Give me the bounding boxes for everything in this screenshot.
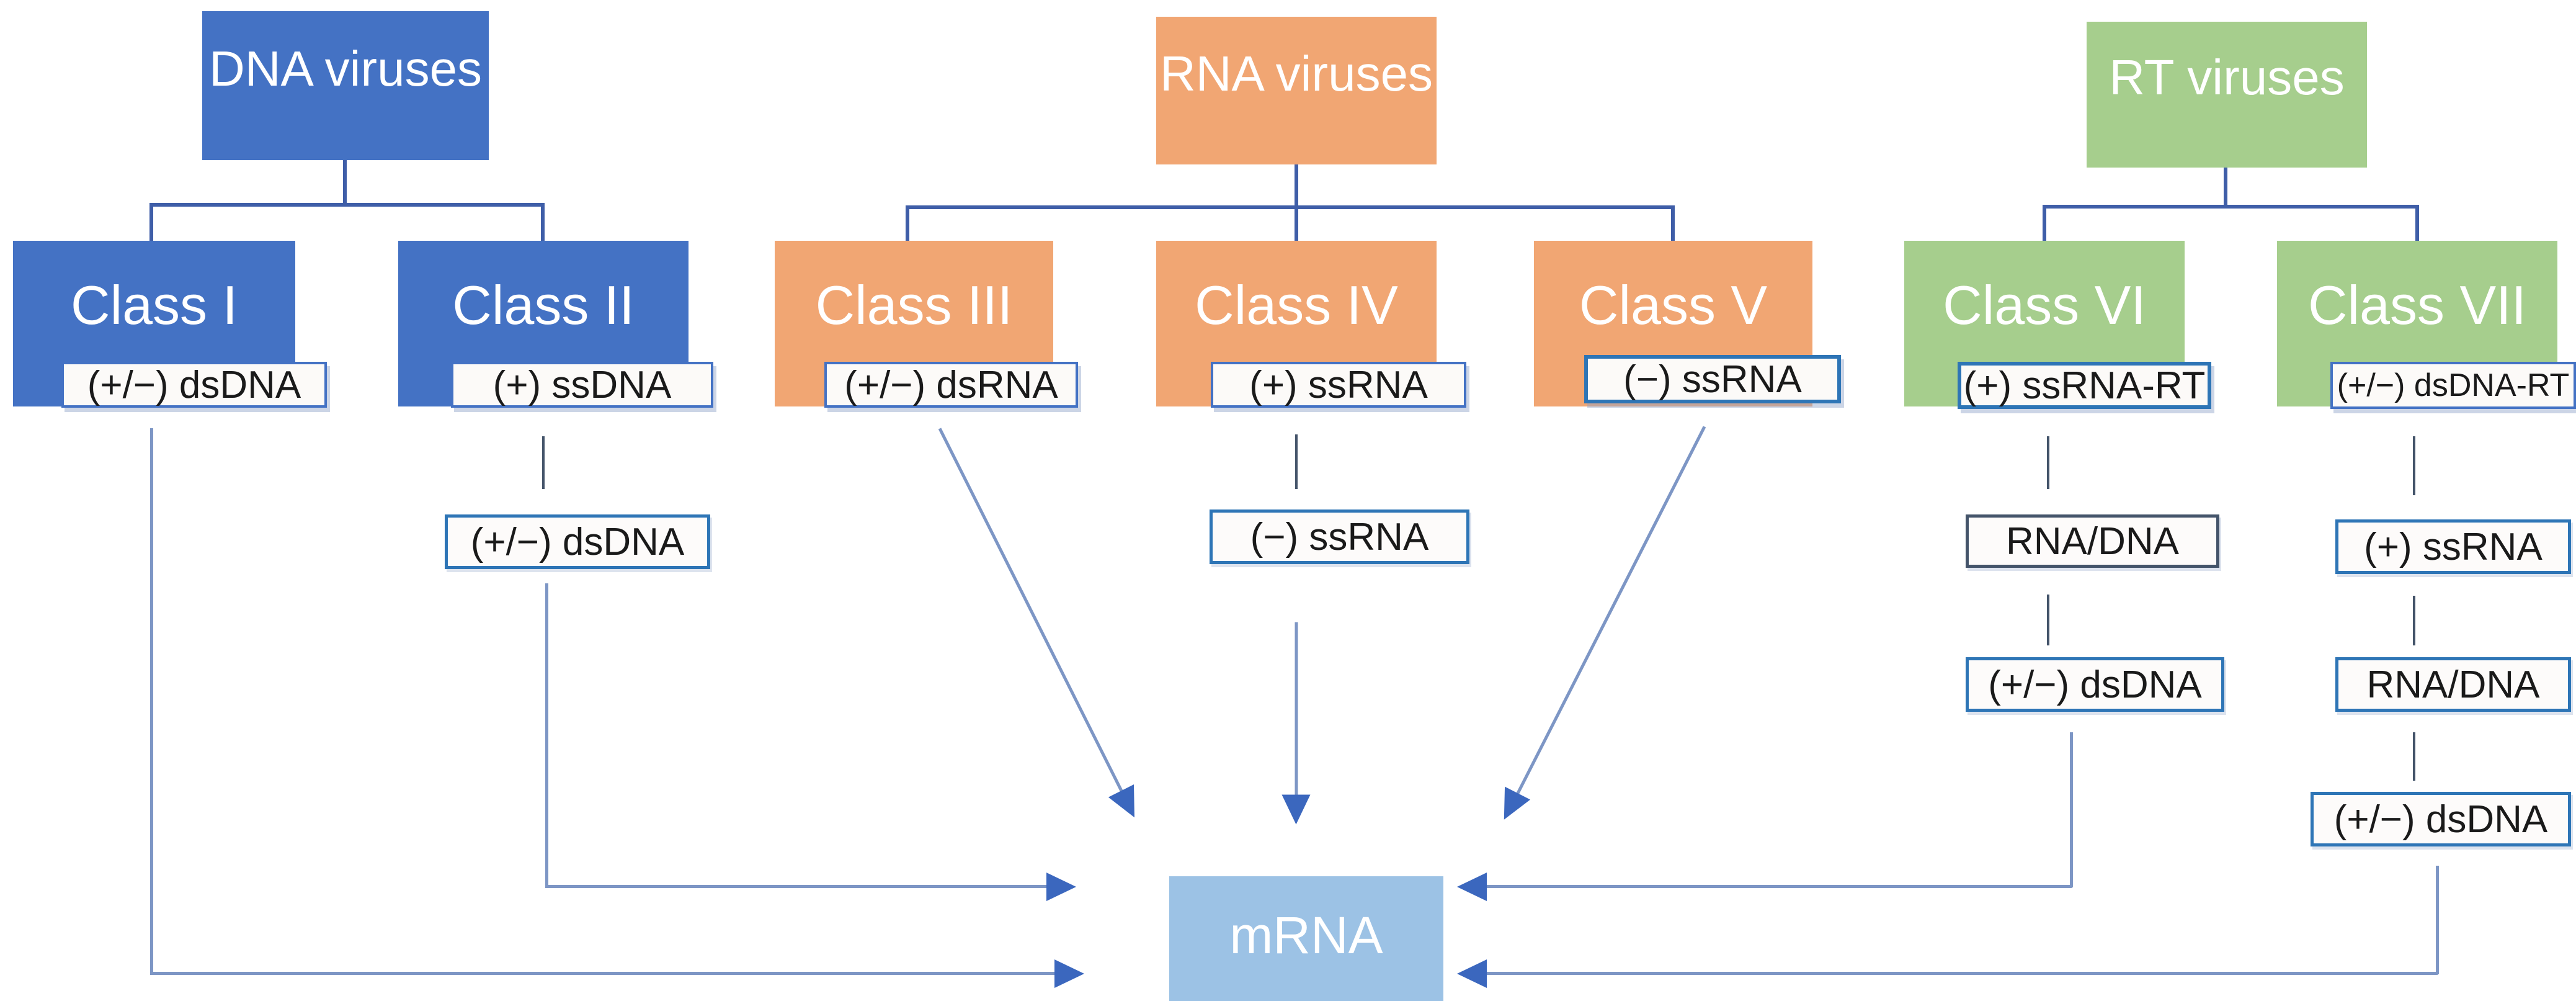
intermediate-class7-rnadna-text: RNA/DNA [2366, 663, 2540, 706]
rna-tree-stem [1295, 164, 1298, 241]
rt-tree-drop-left [2043, 205, 2046, 241]
dna-tree-stem [343, 160, 347, 205]
rt-tree-bar [2043, 205, 2419, 209]
group-box-dna-viruses: DNA viruses [202, 11, 489, 160]
rna-tree-drop-left [906, 205, 909, 241]
intermediate-class6-rnadna-text: RNA/DNA [2005, 519, 2180, 563]
intermediate-class4-ssrna-text: (−) ssRNA [1250, 515, 1429, 559]
class6-gap-segment-1 [2047, 436, 2049, 489]
intermediate-class6-dsdna-text: (+/−) dsDNA [1988, 663, 2202, 706]
genome-tag-class7: (+/−) dsDNA-RT [2330, 362, 2576, 409]
dna-tree-drop-left [149, 203, 153, 241]
genome-tag-class2-text: (+) ssDNA [492, 363, 672, 406]
class3-arrow-to-mrna [938, 428, 1124, 793]
rt-tree-drop-right [2415, 205, 2419, 241]
genome-tag-class7-text: (+/−) dsDNA-RT [2337, 367, 2570, 403]
group-label-rt: RT viruses [2109, 50, 2345, 105]
class2-arrow-to-mrna [545, 885, 1048, 888]
mrna-box: mRNA [1169, 876, 1443, 1001]
intermediate-class6-dsdna: (+/−) dsDNA [1966, 657, 2224, 712]
genome-tag-class3: (+/−) dsRNA [824, 362, 1078, 408]
intermediate-class7-ssrna: (+) ssRNA [2335, 519, 2571, 574]
rna-tree-drop-right [1671, 205, 1675, 241]
class6-arrow-vertical [2070, 732, 2073, 887]
class-label-1: Class I [71, 274, 238, 336]
class-label-4: Class IV [1195, 274, 1398, 336]
intermediate-class7-rnadna: RNA/DNA [2335, 657, 2571, 712]
genome-tag-class3-text: (+/−) dsRNA [844, 363, 1058, 406]
rt-tree-stem [2224, 168, 2227, 207]
class2-arrow-vertical [545, 583, 548, 887]
class-label-6: Class VI [1943, 274, 2146, 336]
class-label-5: Class V [1579, 274, 1768, 336]
class-label-3: Class III [815, 274, 1013, 336]
dna-tree-drop-right [541, 203, 545, 241]
group-label-dna: DNA viruses [208, 40, 483, 96]
class7-gap-segment-2 [2413, 596, 2415, 645]
class1-arrow-vertical [150, 428, 153, 974]
class5-arrow-to-mrna [1515, 426, 1706, 796]
class6-gap-segment-2 [2047, 595, 2049, 645]
class7-gap-segment-3 [2413, 732, 2415, 781]
group-box-rt-viruses: RT viruses [2087, 22, 2367, 168]
class-box-4: Class IV [1156, 241, 1437, 406]
group-label-rna: RNA viruses [1159, 45, 1433, 101]
genome-tag-class1: (+/−) dsDNA [61, 362, 327, 408]
genome-tag-class2: (+) ssDNA [451, 362, 713, 408]
class7-arrow-vertical [2436, 866, 2439, 974]
genome-tag-class5-text: (−) ssRNA [1623, 357, 1802, 401]
class6-arrow-to-mrna [1486, 885, 2072, 888]
group-box-rna-viruses: RNA viruses [1156, 17, 1437, 164]
dna-tree-bar [149, 203, 545, 207]
mrna-label: mRNA [1229, 905, 1383, 964]
genome-tag-class1-text: (+/−) dsDNA [87, 363, 301, 406]
class4-gap-segment [1295, 434, 1298, 489]
genome-tag-class4-text: (+) ssRNA [1249, 363, 1428, 406]
class7-arrow-to-mrna [1486, 972, 2438, 975]
rna-tree-bar [906, 205, 1675, 209]
intermediate-class2-dsdna-text: (+/−) dsDNA [470, 520, 685, 563]
intermediate-class7-dsdna: (+/−) dsDNA [2311, 792, 2571, 846]
class7-gap-segment-1 [2413, 436, 2415, 495]
class1-arrow-to-mrna [150, 972, 1056, 975]
intermediate-class7-ssrna-text: (+) ssRNA [2364, 525, 2543, 568]
genome-tag-class4: (+) ssRNA [1211, 362, 1466, 408]
class-label-2: Class II [452, 274, 635, 336]
genome-tag-class5: (−) ssRNA [1584, 355, 1841, 403]
class2-gap-segment [542, 436, 545, 489]
intermediate-class2-dsdna: (+/−) dsDNA [445, 514, 710, 569]
genome-tag-class6: (+) ssRNA-RT [1958, 362, 2211, 409]
intermediate-class4-ssrna: (−) ssRNA [1210, 509, 1469, 564]
genome-tag-class6-text: (+) ssRNA-RT [1963, 364, 2206, 407]
class-label-7: Class VII [2307, 274, 2527, 336]
intermediate-class7-dsdna-text: (+/−) dsDNA [2333, 797, 2548, 841]
intermediate-class6-rnadna: RNA/DNA [1966, 514, 2219, 568]
class4-arrow-to-mrna [1295, 622, 1298, 796]
